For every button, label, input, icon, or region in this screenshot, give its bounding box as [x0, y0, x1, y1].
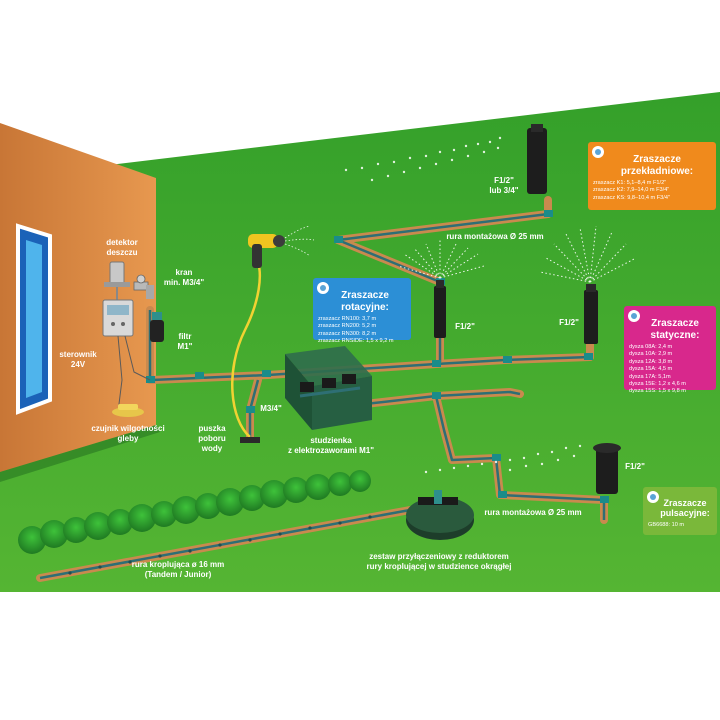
sprinkler-spray-icon: [647, 491, 659, 503]
drip-emitters: [68, 515, 372, 575]
label-rura16: rura kroplująca ø 16 mm (Tandem / Junior…: [131, 560, 225, 579]
water-spray-rotary: [397, 240, 485, 279]
callout-item: zraszacz KS: 9,8–10,4 m F3/4": [593, 194, 670, 201]
callout-item: dysza 10A: 2,9 m: [629, 351, 673, 358]
label-rura25-bottom: rura montażowa Ø 25 mm: [484, 508, 582, 517]
gear-sprinkler-icon: [527, 124, 547, 194]
window-glass: [26, 240, 42, 398]
faucet-icon: [133, 274, 154, 299]
callout-statyczne: Zraszacze statyczne: dysza 08A: 2,4 m dy…: [624, 306, 716, 394]
callout-item: dysza 15E: 1,2 x 4,6 m: [629, 380, 686, 387]
callout-item: zraszacz RN200: 5,2 m: [318, 323, 377, 330]
callout-item: dysza 08A: 2,4 m: [629, 344, 673, 350]
callout-rotacyjne: Zraszacze rotacyjne: zraszacz RN100: 3,7…: [313, 278, 411, 344]
callout-item: zraszacz RN100: 3,7 m: [318, 316, 377, 322]
label-f12-mid: F1/2": [559, 318, 579, 327]
callout-item: dysza 12A: 3,8 m: [629, 358, 673, 365]
label-detektor: detektor deszczu: [106, 238, 138, 257]
callout-title: Zraszacze statyczne:: [650, 318, 700, 341]
callout-items: zraszacz RN100: 3,7 m zraszacz RN200: 5,…: [313, 315, 411, 350]
callout-item: dysza 15S: 1,5 x 9,8 m: [629, 388, 686, 395]
rain-sensor-icon: [104, 261, 130, 300]
water-spray-gun: [284, 225, 315, 257]
callout-title: Zraszacze przekładniowe:: [620, 154, 694, 177]
label-puszka: puszka poboru wody: [198, 424, 226, 453]
callout-title: Zraszacze pulsacyjne:: [660, 498, 710, 519]
callout-item: zraszacz RNSIDE: 1,5 x 9,2 m: [318, 338, 394, 345]
callout-items: dysza 08A: 2,4 m dysza 10A: 2,9 m dysza …: [624, 343, 716, 400]
callout-item: zraszacz RN300: 8,2 m: [318, 330, 377, 337]
round-valve-box-icon: [406, 490, 474, 540]
water-spray-static: [539, 225, 637, 283]
callout-items: zraszacz K1: 5,1–8,4 m F1/2" zraszacz K2…: [588, 179, 716, 206]
label-f12-lub: F1/2" lub 3/4": [489, 176, 519, 195]
callout-item: dysza 15A: 4,5 m: [629, 366, 673, 373]
soil-moisture-sensor-icon: [112, 404, 144, 417]
callout-item: zraszacz K2: 7,9–14,0 m F3/4": [593, 187, 670, 194]
callout-przekladniowe: Zraszacze przekładniowe: zraszacz K1: 5,…: [588, 142, 716, 210]
water-spray-pulse: [424, 444, 582, 474]
controller-icon: [102, 299, 151, 413]
callout-items: GB6688: 10 m: [643, 521, 717, 533]
label-kran: kran min. M3/4": [163, 268, 205, 287]
sprinkler-spray-icon: [317, 282, 329, 294]
label-m34: M3/4": [260, 404, 282, 413]
pulse-sprinkler-icon: [593, 443, 621, 494]
callout-title: Zraszacze rotacyjne:: [341, 290, 389, 313]
water-intake-box-icon: [240, 437, 260, 443]
callout-item: GB6688: 10 m: [648, 521, 685, 528]
water-spray-gear: [344, 136, 502, 182]
label-studzienka: studzienka z elektrozaworami M1": [287, 436, 375, 455]
sprinkler-spray-icon: [592, 146, 604, 158]
static-sprinkler-right-icon: [584, 284, 598, 344]
label-sterownik: sterownik 24V: [59, 350, 97, 369]
spray-gun-icon: [248, 234, 285, 268]
hedge: [18, 470, 371, 554]
label-zestaw: zestaw przyłączeniowy z reduktorem rury …: [366, 552, 512, 571]
label-f12-right: F1/2": [625, 462, 645, 471]
sprinkler-spray-icon: [628, 310, 640, 322]
garden-hose: [231, 261, 261, 438]
callout-item: zraszacz K1: 5,1–8,4 m F1/2": [593, 180, 667, 186]
callout-pulsacyjne: Zraszacze pulsacyjne: GB6688: 10 m: [643, 487, 717, 535]
label-filtr: filtr M1": [177, 332, 193, 351]
valve-box-icon: [285, 346, 372, 430]
filter-icon: [150, 312, 164, 342]
wall-shadow: [0, 425, 160, 482]
label-rura25-top: rura montażowa Ø 25 mm: [446, 232, 544, 241]
label-czujnik: czujnik wilgotności gleby: [91, 424, 165, 443]
label-f12-left: F1/2": [455, 322, 475, 331]
static-sprinkler-icon: [434, 280, 446, 338]
callout-item: dysza 17A: 5,1m: [629, 373, 671, 380]
